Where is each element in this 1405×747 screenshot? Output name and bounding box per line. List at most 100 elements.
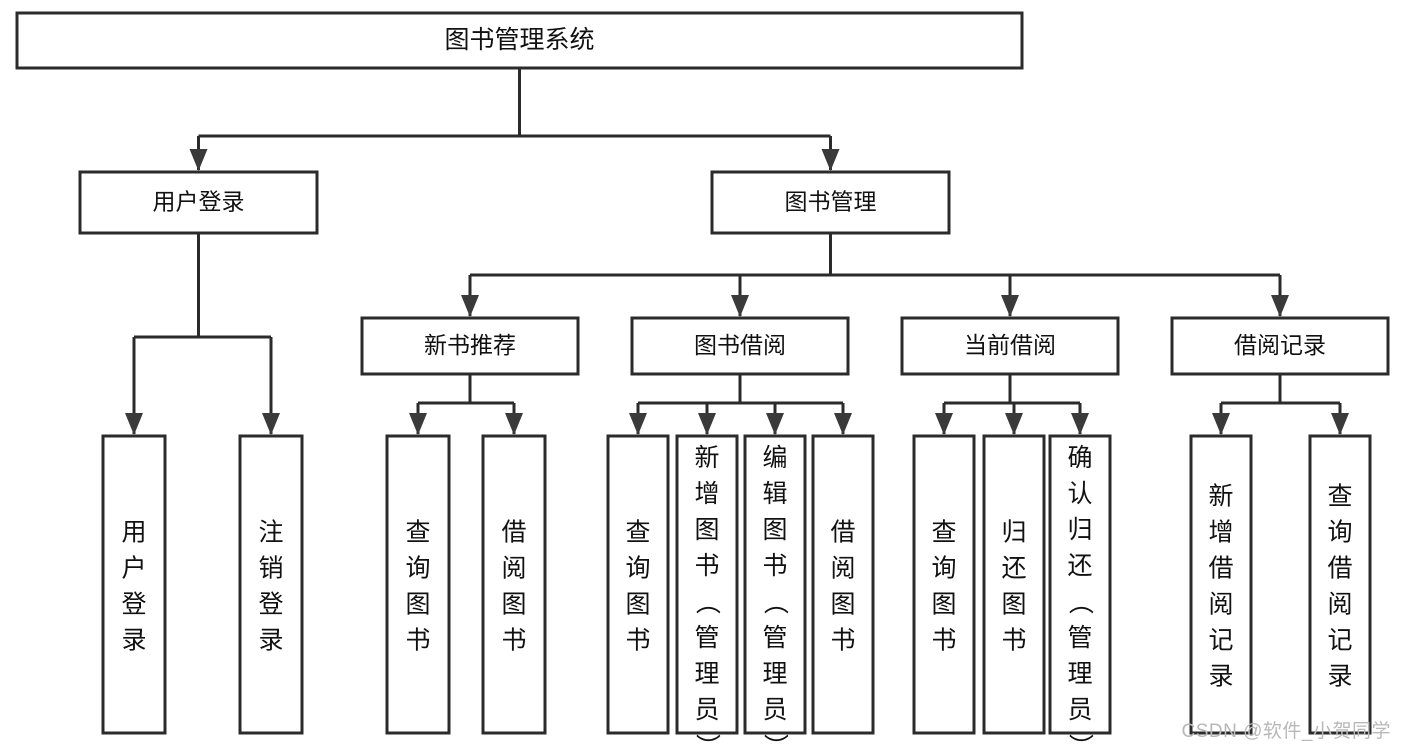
svg-text:阅: 阅 [1327,591,1352,619]
svg-text:借: 借 [1208,555,1233,583]
svg-text:录: 录 [1208,663,1233,691]
svg-text:员: 员 [1067,696,1092,724]
node-box [811,434,875,735]
node-box [1048,434,1112,735]
node-label: 用户登录 [153,189,245,215]
svg-text:（: （ [693,589,721,614]
node-label: 借阅记录 [1234,332,1326,358]
svg-text:编: 编 [762,444,787,472]
svg-text:阅: 阅 [830,555,855,583]
node-box [743,434,807,735]
node-box [606,434,670,735]
svg-text:确: 确 [1067,444,1092,472]
node-box [1170,316,1390,376]
svg-text:阅: 阅 [501,555,526,583]
node-box [900,316,1120,376]
node-label: 用户登录 [121,519,146,655]
svg-text:增: 增 [1208,519,1233,547]
svg-text:认: 认 [1067,480,1092,508]
svg-text:增: 增 [694,480,719,508]
svg-text:图: 图 [762,516,787,544]
svg-text:还: 还 [1001,555,1026,583]
node-box [710,170,951,235]
node-leaf-0-用户登录[interactable]: 用户登录 [101,434,167,735]
svg-text:图: 图 [694,516,719,544]
svg-text:员: 员 [694,696,719,724]
svg-text:归: 归 [1067,516,1092,544]
node-l3-3-借阅记录[interactable]: 借阅记录 [1170,316,1390,376]
svg-text:用: 用 [121,519,146,547]
node-box [1189,434,1253,735]
csdn-watermark: CSDN @软件_小贺同学 [1181,721,1391,742]
svg-text:）: ） [1066,733,1094,747]
svg-text:查: 查 [931,519,956,547]
svg-text:注: 注 [258,519,283,547]
svg-text:查: 查 [405,519,430,547]
node-label: 图书管理系统 [444,26,594,54]
node-box [238,434,304,735]
svg-text:阅: 阅 [1208,591,1233,619]
node-box [1308,434,1372,735]
svg-text:借: 借 [830,519,855,547]
svg-text:）: ） [693,733,721,747]
node-l3-0-新书推荐[interactable]: 新书推荐 [360,316,580,376]
node-box [982,434,1046,735]
node-box [385,434,451,735]
svg-text:户: 户 [121,555,146,583]
svg-text:登: 登 [258,591,283,619]
node-l3-1-图书借阅[interactable]: 图书借阅 [630,316,850,376]
svg-text:查: 查 [625,519,650,547]
svg-text:理: 理 [762,660,787,688]
svg-text:询: 询 [931,555,956,583]
svg-text:记: 记 [1208,627,1233,655]
svg-text:录: 录 [258,627,283,655]
svg-text:销: 销 [258,555,283,583]
node-box [78,170,319,235]
svg-text:图: 图 [405,591,430,619]
svg-text:录: 录 [121,627,146,655]
svg-text:书: 书 [625,627,650,655]
svg-text:员: 员 [762,696,787,724]
node-l3-2-当前借阅[interactable]: 当前借阅 [900,316,1120,376]
svg-text:录: 录 [1327,663,1352,691]
svg-text:查: 查 [1327,483,1352,511]
svg-text:归: 归 [1001,519,1026,547]
svg-text:图: 图 [1001,591,1026,619]
node-root-图书管理系统[interactable]: 图书管理系统 [15,11,1024,70]
node-label: 当前借阅 [964,332,1056,358]
svg-text:询: 询 [1327,519,1352,547]
svg-text:管: 管 [1067,624,1092,652]
edges-layer [125,68,1349,435]
svg-text:登: 登 [121,591,146,619]
svg-text:管: 管 [762,624,787,652]
svg-text:询: 询 [625,555,650,583]
node-box [101,434,167,735]
node-box [360,316,580,376]
node-label: 新书推荐 [424,332,516,358]
svg-text:借: 借 [1327,555,1352,583]
node-l2-0-用户登录[interactable]: 用户登录 [78,170,319,235]
svg-text:理: 理 [1067,660,1092,688]
node-l2-1-图书管理[interactable]: 图书管理 [710,170,951,235]
svg-text:图: 图 [501,591,526,619]
svg-text:询: 询 [405,555,430,583]
node-box [675,434,739,735]
